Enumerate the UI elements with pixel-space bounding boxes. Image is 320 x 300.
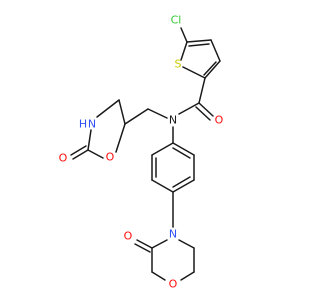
oxazolidinone-nitrogen-label: N bbox=[88, 118, 96, 131]
bond-ox-c2-o1 bbox=[87, 149, 104, 159]
bond-amide-cn bbox=[178, 102, 200, 115]
bond-thio-c4-c3 bbox=[210, 39, 221, 62]
bond-ox-n3-c2 bbox=[87, 129, 92, 151]
bond-morph-c5-n bbox=[178, 239, 195, 249]
bond-thio-c5-c4-double bbox=[188, 43, 210, 47]
bond-ph-1 bbox=[151, 142, 174, 156]
atom-label-layer: Cl S O N H N O O N O O bbox=[59, 14, 224, 291]
bond-ph-4 bbox=[172, 179, 195, 193]
bond-ox-co-double bbox=[70, 145, 87, 156]
bond-thio-s-c5 bbox=[180, 41, 188, 61]
bond-morph-n-c3 bbox=[151, 239, 168, 249]
morpholinone-carbonyl-oxygen-label: O bbox=[124, 230, 133, 243]
bond-cl-c bbox=[180, 27, 188, 43]
oxazolidinone-carbonyl-oxygen-label: O bbox=[59, 152, 68, 165]
bond-ph-6 bbox=[172, 142, 195, 156]
oxazolidinone-ring-oxygen-label: O bbox=[106, 151, 115, 164]
bond-ox-c4-n3 bbox=[96, 99, 120, 118]
bond-ox-co bbox=[72, 149, 89, 160]
bond-thio-c5-c4 bbox=[186, 39, 212, 43]
bond-amide-co bbox=[198, 102, 214, 117]
morpholinone-ring-oxygen-label: O bbox=[169, 278, 178, 291]
bond-thio-carbonyl bbox=[198, 77, 206, 104]
amide-oxygen-label: O bbox=[215, 114, 224, 127]
bond-amide-co-double bbox=[195, 106, 211, 121]
morpholinone-nitrogen-label: N bbox=[169, 228, 177, 241]
molecule-diagram: Cl S O N H N O O N O O bbox=[59, 14, 224, 291]
bond-ph-6-double bbox=[172, 147, 191, 159]
structure-canvas: Cl S O N H N O O N O O bbox=[59, 14, 224, 291]
bond-ox-c5-c4 bbox=[118, 99, 126, 125]
bond-morph-c2-o bbox=[151, 271, 166, 281]
bond-morph-o-c6 bbox=[180, 271, 195, 281]
bond-n-ch2 bbox=[147, 108, 168, 119]
bond-morph-co-double bbox=[134, 243, 151, 253]
bond-ph-3 bbox=[151, 179, 174, 193]
bond-layer bbox=[70, 27, 221, 281]
bond-thio-c3-c2 bbox=[204, 60, 221, 79]
bond-morph-co bbox=[136, 239, 153, 249]
bond-thio-c3-c2-double bbox=[203, 61, 217, 76]
amide-nitrogen-label: N bbox=[169, 114, 177, 127]
chlorine-label: Cl bbox=[171, 14, 182, 27]
nh-hydrogen-label: H bbox=[79, 118, 87, 131]
bond-thio-c2-s bbox=[182, 66, 206, 79]
bond-ox-o1-c5 bbox=[115, 123, 126, 153]
bond-ph-4-double bbox=[172, 176, 191, 188]
bond-ch2-c5 bbox=[124, 108, 149, 125]
sulfur-label: S bbox=[175, 58, 182, 71]
